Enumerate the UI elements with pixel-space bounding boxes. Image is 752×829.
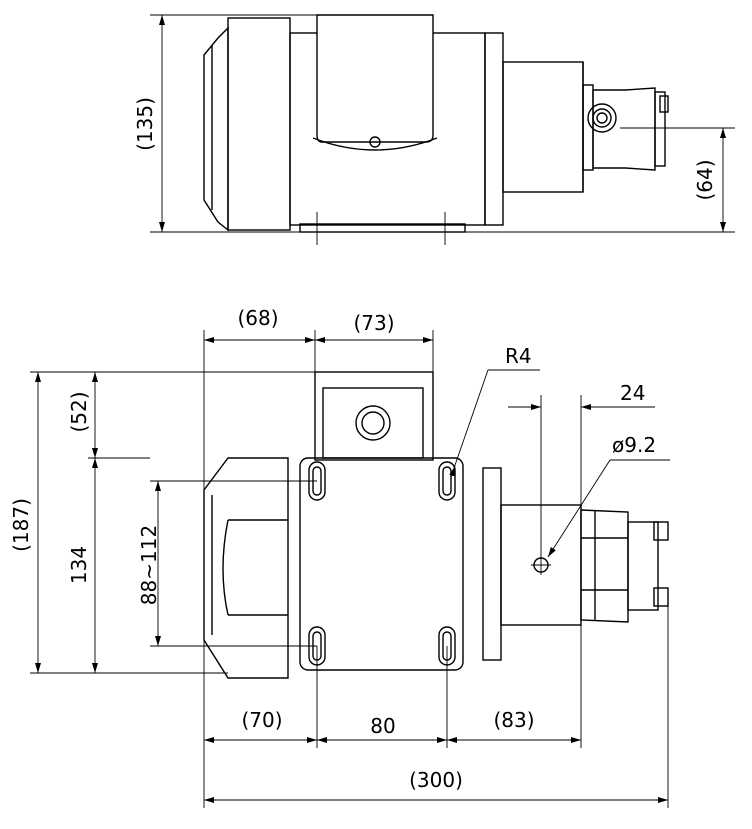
top-view: (135) (64): [133, 14, 735, 245]
dim-68: (68): [237, 306, 278, 330]
dim-187: (187): [9, 498, 33, 552]
dim-134: 134: [67, 546, 91, 584]
top-motor-cap: [203, 26, 229, 232]
dim-hole: ø9.2: [612, 433, 656, 457]
front-foot-plate: [299, 457, 464, 671]
slot-top-right: [438, 461, 456, 501]
front-view: (68) (73) (187) (52) 134 88~112 R4 24: [9, 306, 670, 808]
top-pump-head: [592, 87, 656, 171]
dim-52: (52): [67, 391, 91, 432]
dim-73: (73): [353, 311, 394, 335]
front-terminal-box: [314, 371, 434, 461]
top-flange: [484, 32, 504, 226]
dim-70: (70): [241, 708, 282, 732]
top-pump-port-outer: [587, 103, 617, 133]
front-mounting-slots: [308, 461, 456, 666]
top-gearbox: [502, 61, 584, 193]
dim-135: (135): [133, 97, 157, 151]
dim-80: 80: [370, 714, 395, 738]
front-motor-cap: [203, 457, 289, 679]
front-pump-head: [580, 509, 629, 623]
dim-88-112: 88~112: [137, 525, 161, 605]
dim-64: (64): [693, 159, 717, 200]
top-terminal-box: [316, 14, 434, 143]
dim-24: 24: [620, 381, 645, 405]
top-terminal-screw: [369, 136, 381, 148]
front-terminal-gland: [355, 405, 391, 441]
dim-r4: R4: [505, 344, 532, 368]
dim-300: (300): [409, 768, 463, 792]
dim-83: (83): [493, 708, 534, 732]
front-flange: [482, 467, 502, 661]
top-motor-body: [227, 17, 291, 231]
